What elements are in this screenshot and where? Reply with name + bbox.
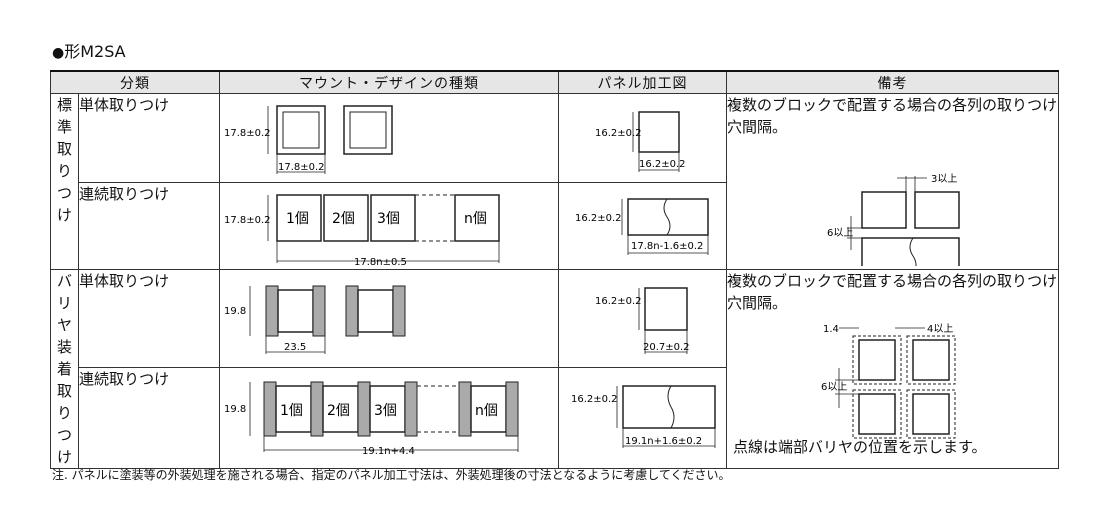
- dim-width: 17.8±0.2: [278, 162, 325, 173]
- dim-width: 17.8n±0.5: [354, 257, 407, 268]
- dim-height: 17.8±0.2: [224, 128, 271, 139]
- dim-row-gap: 6以上: [827, 227, 853, 239]
- model-name: 形M2SA: [64, 42, 126, 61]
- dim-width: 19.1n+1.6±0.2: [625, 436, 702, 447]
- table-row: 連続取りつけ 17.8±0.2 17.8n±0.5 1個 2個 3個 n個: [51, 182, 1059, 270]
- block-label: 2個: [327, 403, 350, 419]
- dim-width: 20.7±0.2: [643, 342, 690, 353]
- remarks-barrier-text: 複数のブロックで配置する場合の各列の取りつけ穴間隔。: [727, 272, 1058, 312]
- header-panel: パネル加工図: [558, 70, 727, 94]
- dim-barrier-offset: 1.4: [823, 324, 839, 335]
- remarks-barrier: 複数のブロックで配置する場合の各列の取りつけ穴間隔。 1.4 4以上 6以上: [726, 269, 1059, 469]
- barrier-note: 点線は端部バリヤの位置を示します。: [733, 438, 987, 456]
- mount-figure: 17.8±0.2 17.8±0.2: [219, 93, 559, 183]
- group-barrier-label: バリヤ装着取りつけ: [50, 269, 79, 469]
- row-type: 連続取りつけ: [78, 182, 220, 270]
- panel-figure: 16.2±0.2 19.1n+1.6±0.2: [558, 367, 727, 469]
- header-row: 分類 マウント・デザインの種類 パネル加工図 備考: [50, 70, 1059, 94]
- dim-height: 16.2±0.2: [595, 296, 642, 307]
- header-category: 分類: [50, 70, 220, 94]
- spacing-standard-drawing: 3以上 6以上: [827, 173, 960, 266]
- panel-single-drawing: 16.2±0.2 16.2±0.2: [595, 111, 686, 172]
- dim-width: 16.2±0.2: [639, 159, 686, 170]
- dim-width: 19.1n+4.4: [362, 446, 415, 457]
- panel-barrier-continuous-drawing: 16.2±0.2 19.1n+1.6±0.2: [571, 385, 716, 449]
- block-label: 3個: [377, 211, 400, 227]
- dim-col-gap: 3以上: [931, 173, 957, 185]
- table-row: バリヤ装着取りつけ 単体取りつけ 19.8 23.5: [50, 268, 1059, 469]
- header-remarks: 備考: [726, 70, 1059, 94]
- row-type: 連続取りつけ: [78, 367, 220, 469]
- group-standard-label: 標準取りつけ: [50, 93, 79, 270]
- dim-height: 19.8: [224, 306, 246, 317]
- panel-figure: 16.2±0.2 17.8n-1.6±0.2: [558, 182, 727, 270]
- row-type: 単体取りつけ: [78, 93, 220, 183]
- block-label: n個: [464, 211, 487, 227]
- block-label: 3個: [374, 403, 397, 419]
- dim-height: 16.2±0.2: [575, 213, 622, 224]
- mount-figure: 19.8 19.1n+4.4 1個 2個 3個 n個: [219, 367, 559, 469]
- spacing-barrier-drawing: 1.4 4以上 6以上: [821, 323, 956, 439]
- block-label: 2個: [332, 211, 355, 227]
- panel-figure: 16.2±0.2 16.2±0.2: [558, 93, 727, 183]
- dim-width: 23.5: [284, 342, 306, 353]
- block-label: 1個: [286, 211, 309, 227]
- footnote: 注. パネルに塗装等の外装処理を施される場合、指定のパネル加工寸法は、外装処理後…: [52, 468, 731, 482]
- spec-table: 分類 マウント・デザインの種類 パネル加工図 備考 標準取りつけ 単体取りつけ …: [50, 70, 1059, 469]
- header-mount: マウント・デザインの種類: [219, 70, 559, 94]
- dim-height: 17.8±0.2: [224, 215, 271, 226]
- page-title: ●形M2SA: [52, 42, 126, 61]
- mount-barrier-single-drawing: 19.8 23.5: [224, 285, 406, 354]
- block-label: 1個: [280, 403, 303, 419]
- mount-single-drawing: 17.8±0.2 17.8±0.2: [224, 105, 393, 174]
- remarks-standard-text: 複数のブロックで配置する場合の各列の取りつけ穴間隔。: [727, 96, 1058, 136]
- dim-row-gap: 6以上: [821, 381, 847, 393]
- mount-continuous-drawing: 17.8±0.2 17.8n±0.5 1個 2個 3個 n個: [224, 194, 500, 268]
- panel-barrier-single-drawing: 16.2±0.2 20.7±0.2: [595, 287, 690, 354]
- dim-height: 19.8: [224, 404, 246, 415]
- panel-figure: 16.2±0.2 20.7±0.2: [558, 268, 727, 369]
- row-type: 単体取りつけ: [78, 268, 220, 369]
- dim-width: 17.8n-1.6±0.2: [631, 241, 703, 252]
- remarks-standard: 複数のブロックで配置する場合の各列の取りつけ穴間隔。 3以上 6以上: [726, 93, 1059, 270]
- dim-height: 16.2±0.2: [571, 394, 618, 405]
- panel-continuous-drawing: 16.2±0.2 17.8n-1.6±0.2: [575, 198, 709, 255]
- table-row: 連続取りつけ 19.8 19.1n+4.4: [51, 367, 1059, 469]
- dim-height: 16.2±0.2: [595, 128, 642, 139]
- table-row: 標準取りつけ 単体取りつけ 17.8±0.2 17.8±0.2: [50, 93, 1059, 270]
- mount-barrier-continuous-drawing: 19.8 19.1n+4.4 1個 2個 3個 n個: [224, 381, 519, 457]
- mount-figure: 17.8±0.2 17.8n±0.5 1個 2個 3個 n個: [219, 182, 559, 270]
- block-label: n個: [475, 403, 498, 419]
- dim-col-gap: 4以上: [927, 323, 953, 335]
- mount-figure: 19.8 23.5: [219, 268, 559, 369]
